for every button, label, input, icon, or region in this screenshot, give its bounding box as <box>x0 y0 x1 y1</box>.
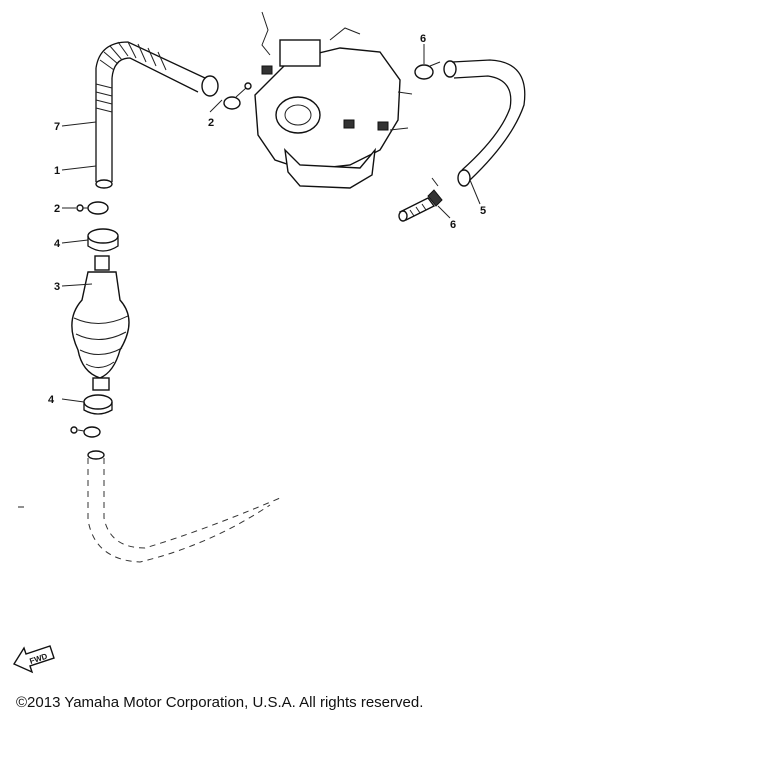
hose-upper-straight <box>95 115 113 189</box>
clip-right-upper <box>414 61 441 80</box>
hose-right <box>443 59 526 187</box>
callout-7: 7 <box>54 121 60 133</box>
copyright-text: ©2013 Yamaha Motor Corporation, U.S.A. A… <box>16 694 424 711</box>
hose-upper-corrugated <box>95 41 219 115</box>
callout-4-upper: 4 <box>54 238 61 250</box>
callout-3: 3 <box>54 281 60 293</box>
primer-bulb <box>71 255 130 391</box>
leader-lines <box>61 44 481 403</box>
callout-4-lower: 4 <box>48 394 55 406</box>
callout-6-lower: 6 <box>450 219 456 231</box>
clip-upper <box>223 82 252 110</box>
clip-lower <box>70 426 101 438</box>
clip-left <box>76 201 109 215</box>
callout-6-upper: 6 <box>420 33 426 45</box>
fitting-right-lower <box>398 177 443 222</box>
fwd-arrow-icon: FWD <box>12 645 55 674</box>
callout-1: 1 <box>54 165 60 177</box>
carburetor <box>254 11 413 189</box>
hose-band-lower <box>83 394 113 415</box>
hose-lower-dashed <box>87 450 281 563</box>
callout-2-left: 2 <box>54 203 60 215</box>
hose-band-upper <box>87 228 119 252</box>
callout-5: 5 <box>480 205 486 217</box>
callout-2-upper: 2 <box>208 117 214 129</box>
